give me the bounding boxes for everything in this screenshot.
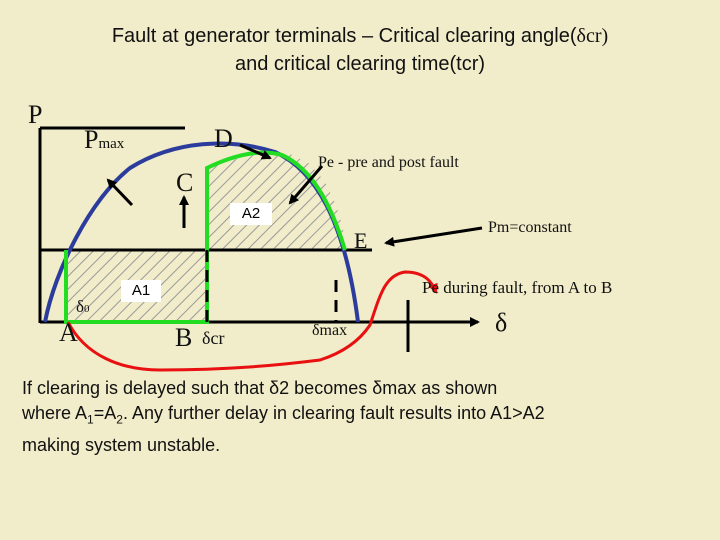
pe-during-note: Pe during fault, from A to B: [422, 278, 613, 297]
title-line-2: and critical clearing time(tcr): [234, 53, 486, 75]
area-a1-label: A1: [121, 280, 161, 302]
caption-line-3: making system unstable.: [22, 434, 221, 455]
caption-line-2: where A1=A2. Any further delay in cleari…: [22, 403, 545, 427]
delta-max-label: δmax: [312, 322, 348, 339]
delta-axis-label: δ: [495, 308, 508, 337]
pe-during-curve: [66, 270, 438, 372]
p-axis-label: P: [28, 100, 43, 129]
delta-cr-label: δcr: [202, 328, 225, 348]
pmax-label: Pmax: [84, 125, 125, 154]
pm-constant-note: Pm=constant: [488, 219, 572, 236]
caption-text: If clearing is delayed such that δ2 beco…: [22, 376, 702, 458]
point-c-label: C: [176, 168, 194, 197]
title-line-1: Fault at generator terminals – Critical …: [111, 25, 609, 47]
slide-title: Fault at generator terminals – Critical …: [0, 22, 720, 78]
arrow-to-d: [239, 143, 272, 160]
point-a-label: A: [59, 318, 78, 347]
caption-line-1: If clearing is delayed such that δ2 beco…: [22, 378, 498, 398]
arrow-to-pmax: [106, 178, 134, 207]
pe-prepost-note: Pe - pre and post fault: [318, 154, 459, 171]
green-trajectory: [64, 150, 347, 324]
area-a2-label: A2: [230, 203, 272, 225]
point-e-label: E: [354, 228, 368, 253]
arrow-pm-constant: [384, 226, 483, 247]
arrow-pe-prepost: [288, 165, 324, 205]
point-b-label: B: [175, 323, 193, 352]
point-d-label: D: [214, 124, 233, 153]
delta0-label: δ0: [76, 297, 90, 316]
